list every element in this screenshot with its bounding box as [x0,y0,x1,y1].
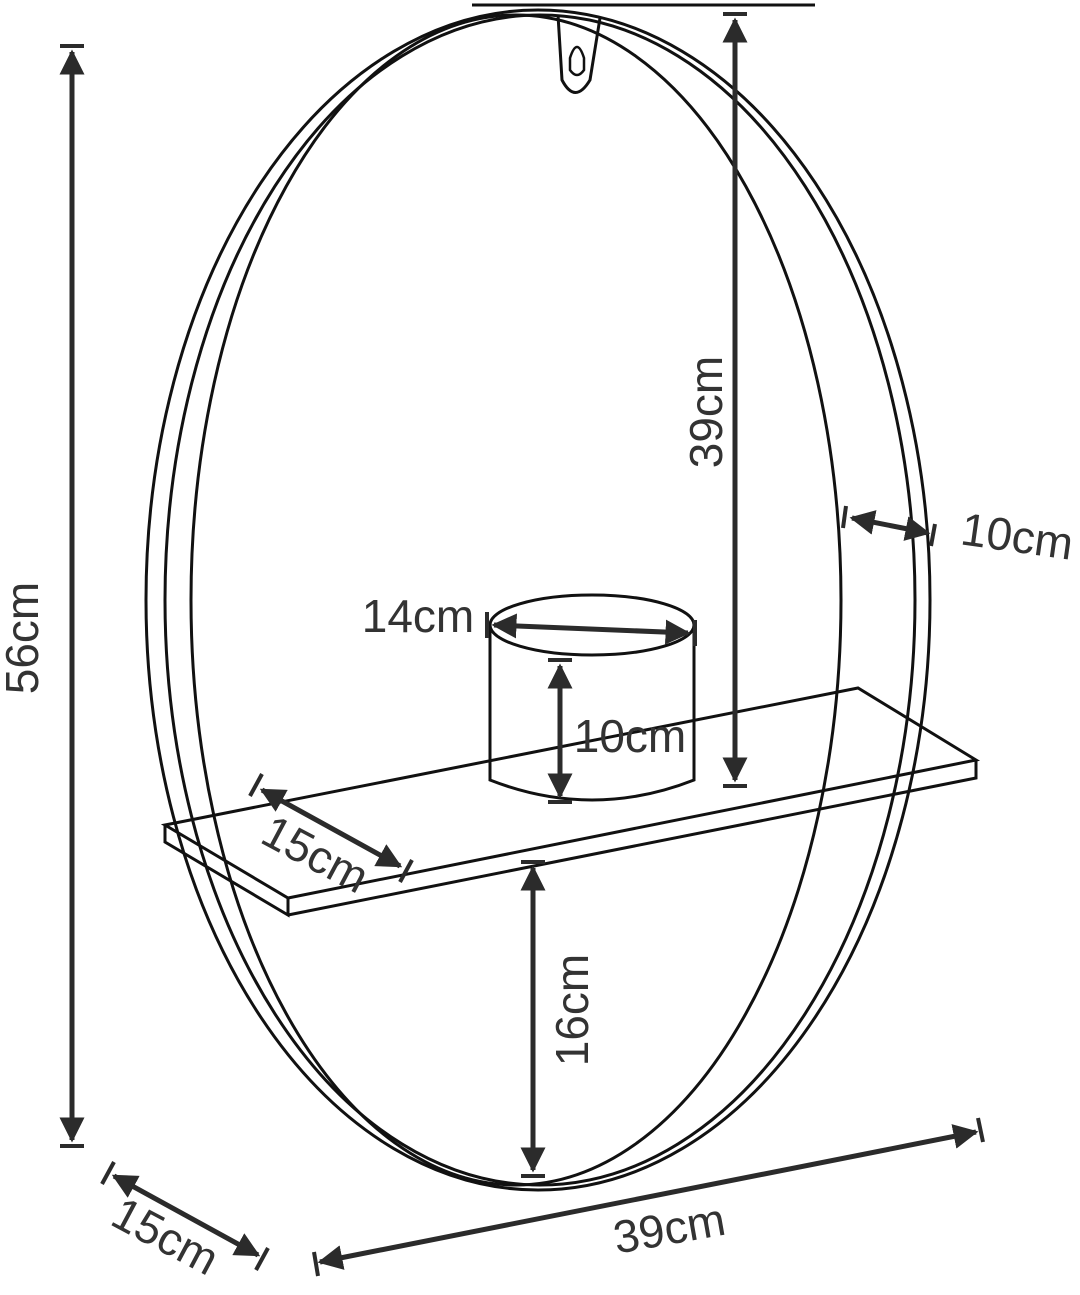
ring-inner-edge [189,13,843,1187]
shelf-left-edge [163,825,290,918]
pot-diameter-label: 14cm [362,590,474,642]
dimension-shelf-clearance [520,860,546,1178]
base-depth-label: 15cm [104,1187,228,1286]
shelf-front-edge [287,760,978,917]
inner-height-label: 39cm [680,356,732,468]
overall-height-label: 56cm [0,582,48,694]
dimension-pot-diameter [485,612,697,646]
dimension-shelf-depth [248,773,414,883]
dimension-overall-width [312,1117,985,1277]
shelf [160,686,981,918]
dimension-base-depth [100,1161,270,1271]
dimension-inner-height [722,12,748,788]
frame-depth-label: 10cm [958,503,1077,570]
pot-body [488,628,696,802]
pot-height-label: 10cm [574,710,686,762]
dimension-overall-height [59,44,85,1148]
dimension-frame-depth [841,505,937,547]
shelf-clearance-label: 16cm [546,954,598,1066]
hanging-bracket-icon [556,14,602,94]
dimension-pot-height [547,658,573,804]
